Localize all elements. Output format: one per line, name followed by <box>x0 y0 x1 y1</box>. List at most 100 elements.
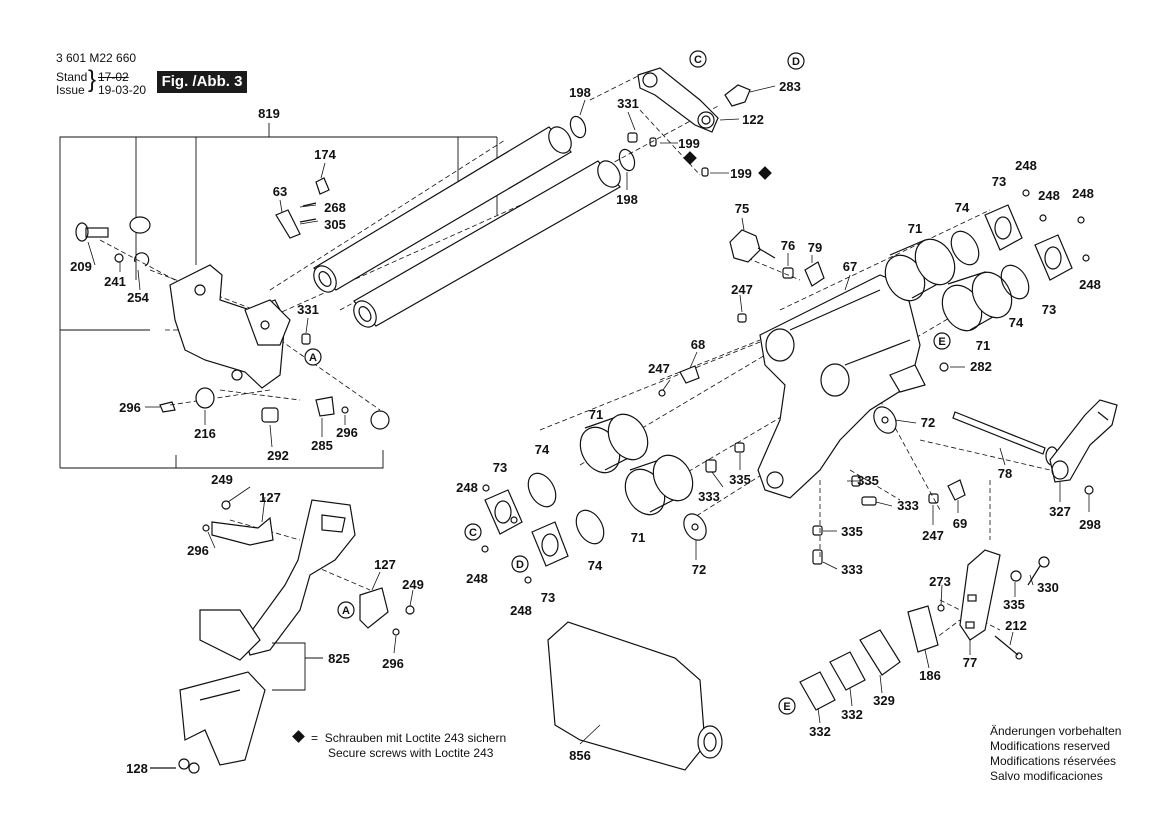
roller-71-left-top <box>579 413 649 474</box>
figure-label: Fig. /Abb. 3 <box>157 71 247 93</box>
marker-E-upper: E <box>938 336 945 348</box>
callout-78: 78 <box>998 466 1012 481</box>
callout-122: 122 <box>742 112 764 127</box>
marker-A-lower: A <box>342 605 350 617</box>
disc-72-left <box>683 513 707 541</box>
note-de: Änderungen vorbehalten <box>990 724 1122 738</box>
callout-825: 825 <box>328 651 350 666</box>
rail-tube-lower <box>353 160 621 328</box>
callout-127-top: 127 <box>259 490 281 505</box>
callout-283: 283 <box>779 79 801 94</box>
screw-282 <box>939 362 949 372</box>
screw-247-mid <box>658 389 666 397</box>
callout-285: 285 <box>311 438 333 453</box>
pin-268 <box>302 202 317 207</box>
issue-date: 19-03-20 <box>98 83 147 97</box>
callout-128: 128 <box>126 761 148 776</box>
callout-331-upper: 331 <box>617 96 639 111</box>
brace: } <box>88 66 97 93</box>
frame-329 <box>859 629 901 676</box>
callout-199-lower: 199 <box>730 166 752 181</box>
screw-247-top <box>737 313 747 323</box>
nut-335-d <box>1010 570 1022 582</box>
callout-74-left: 74 <box>535 442 550 457</box>
seal-332-right <box>829 651 866 691</box>
marker-C-circle-lower <box>464 523 482 541</box>
flange-73-bottom <box>1034 234 1073 281</box>
flange-73-left-top <box>484 489 523 535</box>
callout-76: 76 <box>781 238 795 253</box>
callout-67: 67 <box>843 259 857 274</box>
clip-68 <box>679 365 700 384</box>
group-819-bracket <box>59 123 498 469</box>
legend-equals: = <box>311 731 319 745</box>
marker-A-circle-lower <box>337 601 355 619</box>
doc-number: 3 601 M22 660 <box>56 51 137 65</box>
ring-74-bottom <box>1000 264 1030 300</box>
knob-209 <box>75 222 109 242</box>
callout-248-4: 248 <box>1079 277 1101 292</box>
callout-333-c: 333 <box>841 562 863 577</box>
callout-71-left-low: 71 <box>631 530 645 545</box>
screw-296-low <box>392 628 400 636</box>
callout-327: 327 <box>1049 504 1071 519</box>
note-es: Salvo modificaciones <box>990 769 1103 783</box>
part-79 <box>804 261 825 287</box>
callout-127-low: 127 <box>374 557 396 572</box>
pin-199-upper <box>649 137 657 147</box>
callout-331-left: 331 <box>297 302 319 317</box>
screw-333-c <box>812 549 823 565</box>
pin-199-lower <box>701 167 709 177</box>
bushing-216 <box>195 387 215 409</box>
marker-D-circle-top <box>787 52 805 70</box>
flange-73-left-bottom <box>531 521 569 567</box>
ring-198-lower <box>618 148 636 172</box>
callout-335-c: 335 <box>841 524 863 539</box>
callout-79: 79 <box>808 240 822 255</box>
screw-248-3 <box>1077 216 1085 224</box>
sleeve-end <box>370 410 390 430</box>
callout-292: 292 <box>267 448 289 463</box>
callout-333-a: 333 <box>698 489 720 504</box>
issue-label: Issue <box>56 83 85 97</box>
stand-label: Stand <box>56 70 88 84</box>
callout-248-5: 248 <box>456 480 478 495</box>
callout-254: 254 <box>127 290 149 305</box>
roller-71-bottom <box>941 271 1013 332</box>
callout-248-2: 248 <box>1038 188 1060 203</box>
clip-63 <box>275 209 301 239</box>
callout-73-mid: 73 <box>1042 302 1056 317</box>
callout-74-top: 74 <box>955 200 970 215</box>
legend-line-en: Secure screws with Loctite 243 <box>328 746 494 760</box>
callout-305: 305 <box>324 217 346 232</box>
clip-285 <box>315 396 335 417</box>
marker-E-lower: E <box>783 701 790 713</box>
screw-248-7 <box>524 576 532 584</box>
marker-D-lower: D <box>516 559 524 571</box>
screw-247-low <box>928 493 939 504</box>
screw-333-b <box>861 496 877 506</box>
callout-198-lower: 198 <box>616 192 638 207</box>
bracket-127-top <box>211 516 274 546</box>
screw-248-5 <box>482 484 490 492</box>
callout-71-mid: 71 <box>976 338 990 353</box>
clip-69 <box>947 479 966 501</box>
note-en: Modifications reserved <box>990 739 1111 753</box>
group-825-bracket <box>272 642 323 691</box>
stand-date: 17-02 <box>98 70 129 84</box>
screw-333-a <box>705 459 717 473</box>
callout-74-left-low: 74 <box>588 558 603 573</box>
screw-248-4 <box>1082 254 1090 262</box>
chute-main <box>199 499 356 661</box>
sleeve-body <box>129 216 151 234</box>
clip-128 <box>150 758 200 774</box>
callout-332-left: 332 <box>809 724 831 739</box>
marker-E-circle-upper <box>933 332 951 350</box>
roller-71-top <box>884 238 956 302</box>
modification-notes: Änderungen vorbehalten Modifications res… <box>990 724 1121 784</box>
marker-C-circle-top <box>689 50 707 68</box>
callout-249-top: 249 <box>211 472 233 487</box>
callout-73-left: 73 <box>493 460 507 475</box>
marker-A-upper: A <box>309 352 317 364</box>
